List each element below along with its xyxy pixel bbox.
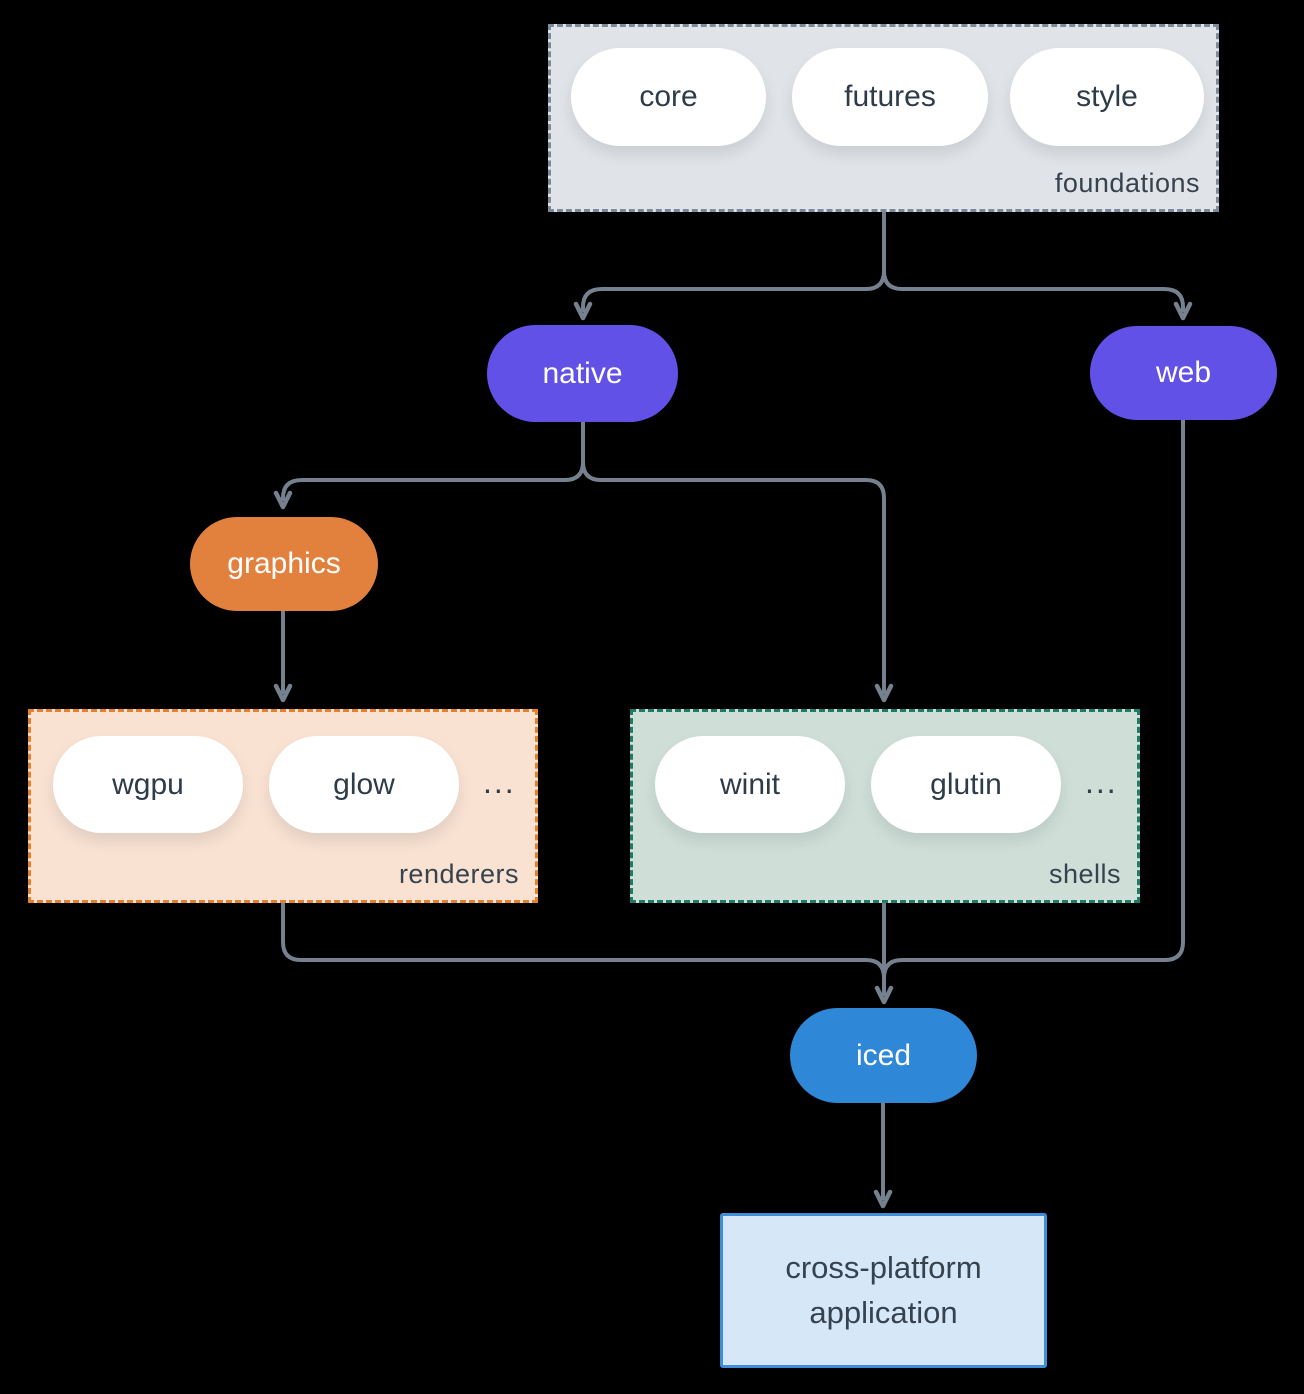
group-foundations: core futures style foundations: [548, 24, 1219, 212]
node-glow-label: glow: [333, 767, 395, 801]
connector-renderers-merge: [281, 903, 886, 979]
connector-native-to-shells: [581, 461, 894, 703]
connector-foundations-to-native: [573, 270, 886, 321]
connector-foundations-to-web: [882, 270, 1193, 321]
node-winit: winit: [655, 736, 845, 833]
node-style-label: style: [1076, 80, 1138, 113]
node-style: style: [1010, 48, 1204, 146]
node-glow: glow: [269, 736, 459, 833]
group-renderers: wgpu glow ... renderers: [28, 709, 538, 903]
node-application-label-line2: application: [809, 1294, 958, 1330]
group-shells-label: shells: [1048, 859, 1121, 889]
group-shells: winit glutin ... shells: [630, 709, 1140, 903]
connector-native-to-graphics: [273, 461, 585, 510]
node-wgpu-label: wgpu: [112, 767, 184, 801]
node-iced-label: iced: [855, 1038, 912, 1072]
node-futures-label: futures: [844, 80, 936, 113]
node-application-label-line1: cross-platform: [785, 1249, 982, 1285]
node-web-label: web: [1155, 356, 1212, 389]
node-core: core: [571, 48, 766, 146]
node-web: web: [1090, 326, 1277, 420]
node-core-label: core: [639, 80, 698, 113]
node-wgpu: wgpu: [53, 736, 243, 833]
node-graphics-label: graphics: [227, 547, 341, 580]
group-foundations-label: foundations: [1054, 168, 1200, 198]
node-iced: iced: [790, 1008, 977, 1103]
node-native: native: [487, 325, 678, 422]
node-application: cross-platform application: [720, 1213, 1047, 1368]
shells-ellipsis: ...: [1085, 764, 1118, 800]
node-glutin: glutin: [871, 736, 1061, 833]
node-graphics: graphics: [190, 517, 378, 611]
group-renderers-label: renderers: [398, 859, 519, 889]
node-native-label: native: [542, 356, 623, 390]
node-glutin-label: glutin: [930, 767, 1002, 801]
node-winit-label: winit: [719, 767, 780, 801]
renderers-ellipsis: ...: [483, 764, 516, 800]
node-futures: futures: [792, 48, 988, 146]
connector-web-merge: [882, 420, 1185, 979]
